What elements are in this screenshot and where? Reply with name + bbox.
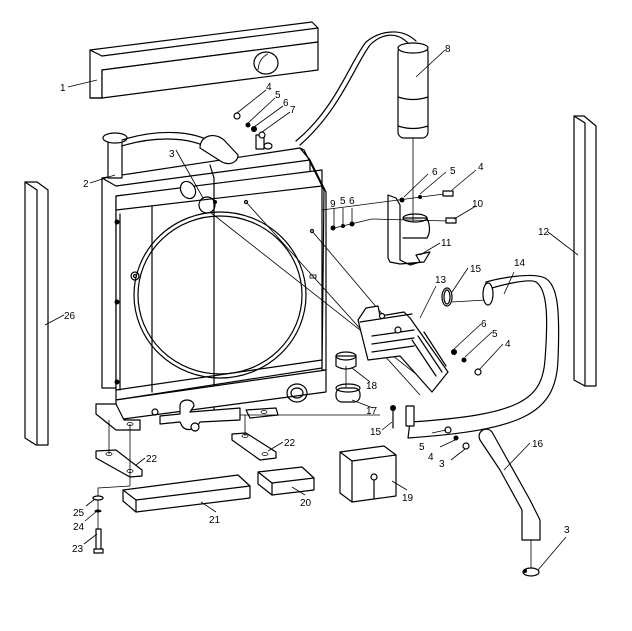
- top-fasteners: [233, 112, 266, 139]
- guard-fasteners: [451, 349, 482, 376]
- callout-4-top: 4: [266, 82, 272, 93]
- spacer-block-short: [257, 466, 315, 496]
- side-panel-left: [24, 181, 49, 446]
- callout-5-bracket: 5: [450, 166, 456, 177]
- callout-6-guard: 6: [481, 319, 487, 330]
- callout-5-guard: 5: [492, 329, 498, 340]
- callout-16: 16: [532, 439, 544, 450]
- callout-8: 8: [445, 44, 451, 55]
- callout-24: 24: [73, 522, 85, 533]
- cotter-pin: [390, 405, 396, 429]
- callout-4-bracket: 4: [478, 162, 484, 173]
- hose-clamp-upper: [441, 287, 487, 307]
- overflow-tank: [295, 31, 429, 222]
- top-shroud-panel: [89, 21, 319, 99]
- callout-2: 2: [83, 179, 89, 190]
- callout-4-guard: 4: [505, 339, 511, 350]
- callout-5-lower: 5: [419, 442, 425, 453]
- callout-22-left: 22: [146, 454, 158, 465]
- lower-fasteners: [444, 426, 470, 450]
- callout-5-top: 5: [275, 90, 281, 101]
- junction-box: [339, 445, 397, 503]
- callout-4-lower: 4: [428, 452, 434, 463]
- callout-20: 20: [300, 498, 312, 509]
- side-panel-right: [573, 115, 597, 387]
- callout-3-top: 3: [169, 149, 175, 160]
- callout-labels: 1 2 3 4 5 6 7 8 6 5 4 9 5 6 10 11 12 13 …: [60, 44, 570, 555]
- callout-3-lower: 3: [439, 459, 445, 470]
- callout-25: 25: [73, 508, 85, 519]
- callout-18: 18: [366, 381, 378, 392]
- radiator-core: [95, 131, 380, 432]
- callout-13: 13: [435, 275, 447, 286]
- callout-22-right: 22: [284, 438, 296, 449]
- callout-15-pin: 15: [370, 427, 382, 438]
- callout-12: 12: [538, 227, 550, 238]
- callout-14: 14: [514, 258, 526, 269]
- grille-guard: [357, 305, 449, 393]
- spacer-block-long: [122, 474, 251, 513]
- upper-hose: [405, 274, 560, 439]
- callout-15-upper: 15: [470, 264, 482, 275]
- callout-7: 7: [290, 105, 296, 116]
- callout-23: 23: [72, 544, 84, 555]
- tank-bracket: [321, 190, 457, 266]
- callout-19: 19: [402, 493, 414, 504]
- callout-21: 21: [209, 515, 221, 526]
- lower-hose: [478, 428, 541, 577]
- hose-clamp-top: [179, 180, 431, 396]
- mount-bolt-stack: [92, 485, 131, 554]
- callout-26: 26: [64, 311, 76, 322]
- mounting-plates: [95, 415, 277, 486]
- callout-3-bottom: 3: [564, 525, 570, 536]
- callout-1: 1: [60, 83, 66, 94]
- callout-9: 9: [330, 199, 336, 210]
- leader-lines: [44, 49, 579, 571]
- callout-6-bracket: 6: [432, 167, 438, 178]
- clamp-ring-and-grommet: [335, 351, 361, 403]
- callout-5-nut: 5: [340, 196, 346, 207]
- callout-17: 17: [366, 406, 378, 417]
- callout-6-top: 6: [283, 98, 289, 109]
- callout-6-nut: 6: [349, 196, 355, 207]
- callout-11: 11: [441, 238, 452, 249]
- callout-10: 10: [472, 199, 484, 210]
